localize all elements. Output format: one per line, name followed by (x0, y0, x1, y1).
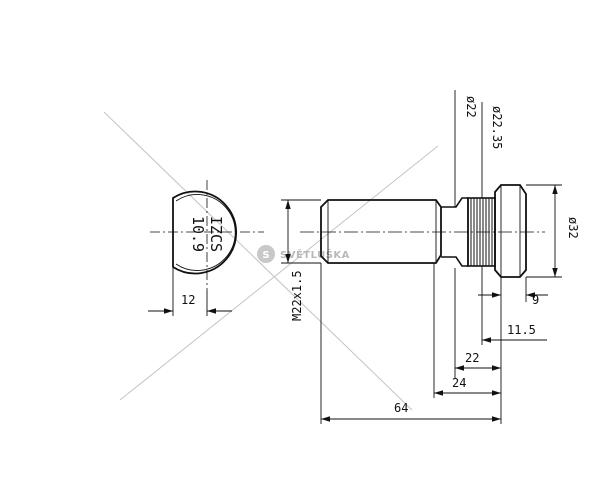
watermark-lines (103, 111, 439, 411)
bolt-knurl (467, 197, 496, 267)
watermark-text: SVĚTLUŠKA (280, 248, 350, 261)
dim-thread-label: M22x1.5 (290, 270, 304, 321)
dim-len-64-label: 64 (394, 401, 408, 415)
bolt-head (494, 184, 527, 278)
svg-text:S: S (262, 250, 269, 261)
dim-len-9-label: 9 (532, 293, 539, 307)
end-view-centerlines (150, 180, 264, 290)
watermark-logo: S SVĚTLUŠKA (257, 245, 350, 263)
dim-d32-label: ø32 (566, 217, 580, 239)
end-view-outline (172, 190, 237, 275)
dim-d2235-label: ø22.35 (490, 106, 504, 149)
marking-line-2: 10.9 (189, 216, 207, 252)
marking-line-1: IZCS (207, 216, 225, 252)
dim-len-24-label: 24 (452, 376, 466, 390)
dim-thread (281, 199, 321, 264)
end-view-marking: IZCS 10.9 (189, 216, 225, 252)
end-view (172, 190, 237, 275)
dim-flat-label: 12 (181, 293, 195, 307)
dim-extension-lines (320, 263, 527, 424)
end-view-inner (175, 194, 236, 271)
dim-d32 (526, 184, 562, 278)
bolt-shank (320, 199, 442, 264)
dim-len-115-label: 11.5 (507, 323, 536, 337)
dim-len-22-label: 22 (465, 351, 479, 365)
dim-flat (148, 268, 232, 316)
dim-d22-label: ø22 (464, 96, 478, 118)
